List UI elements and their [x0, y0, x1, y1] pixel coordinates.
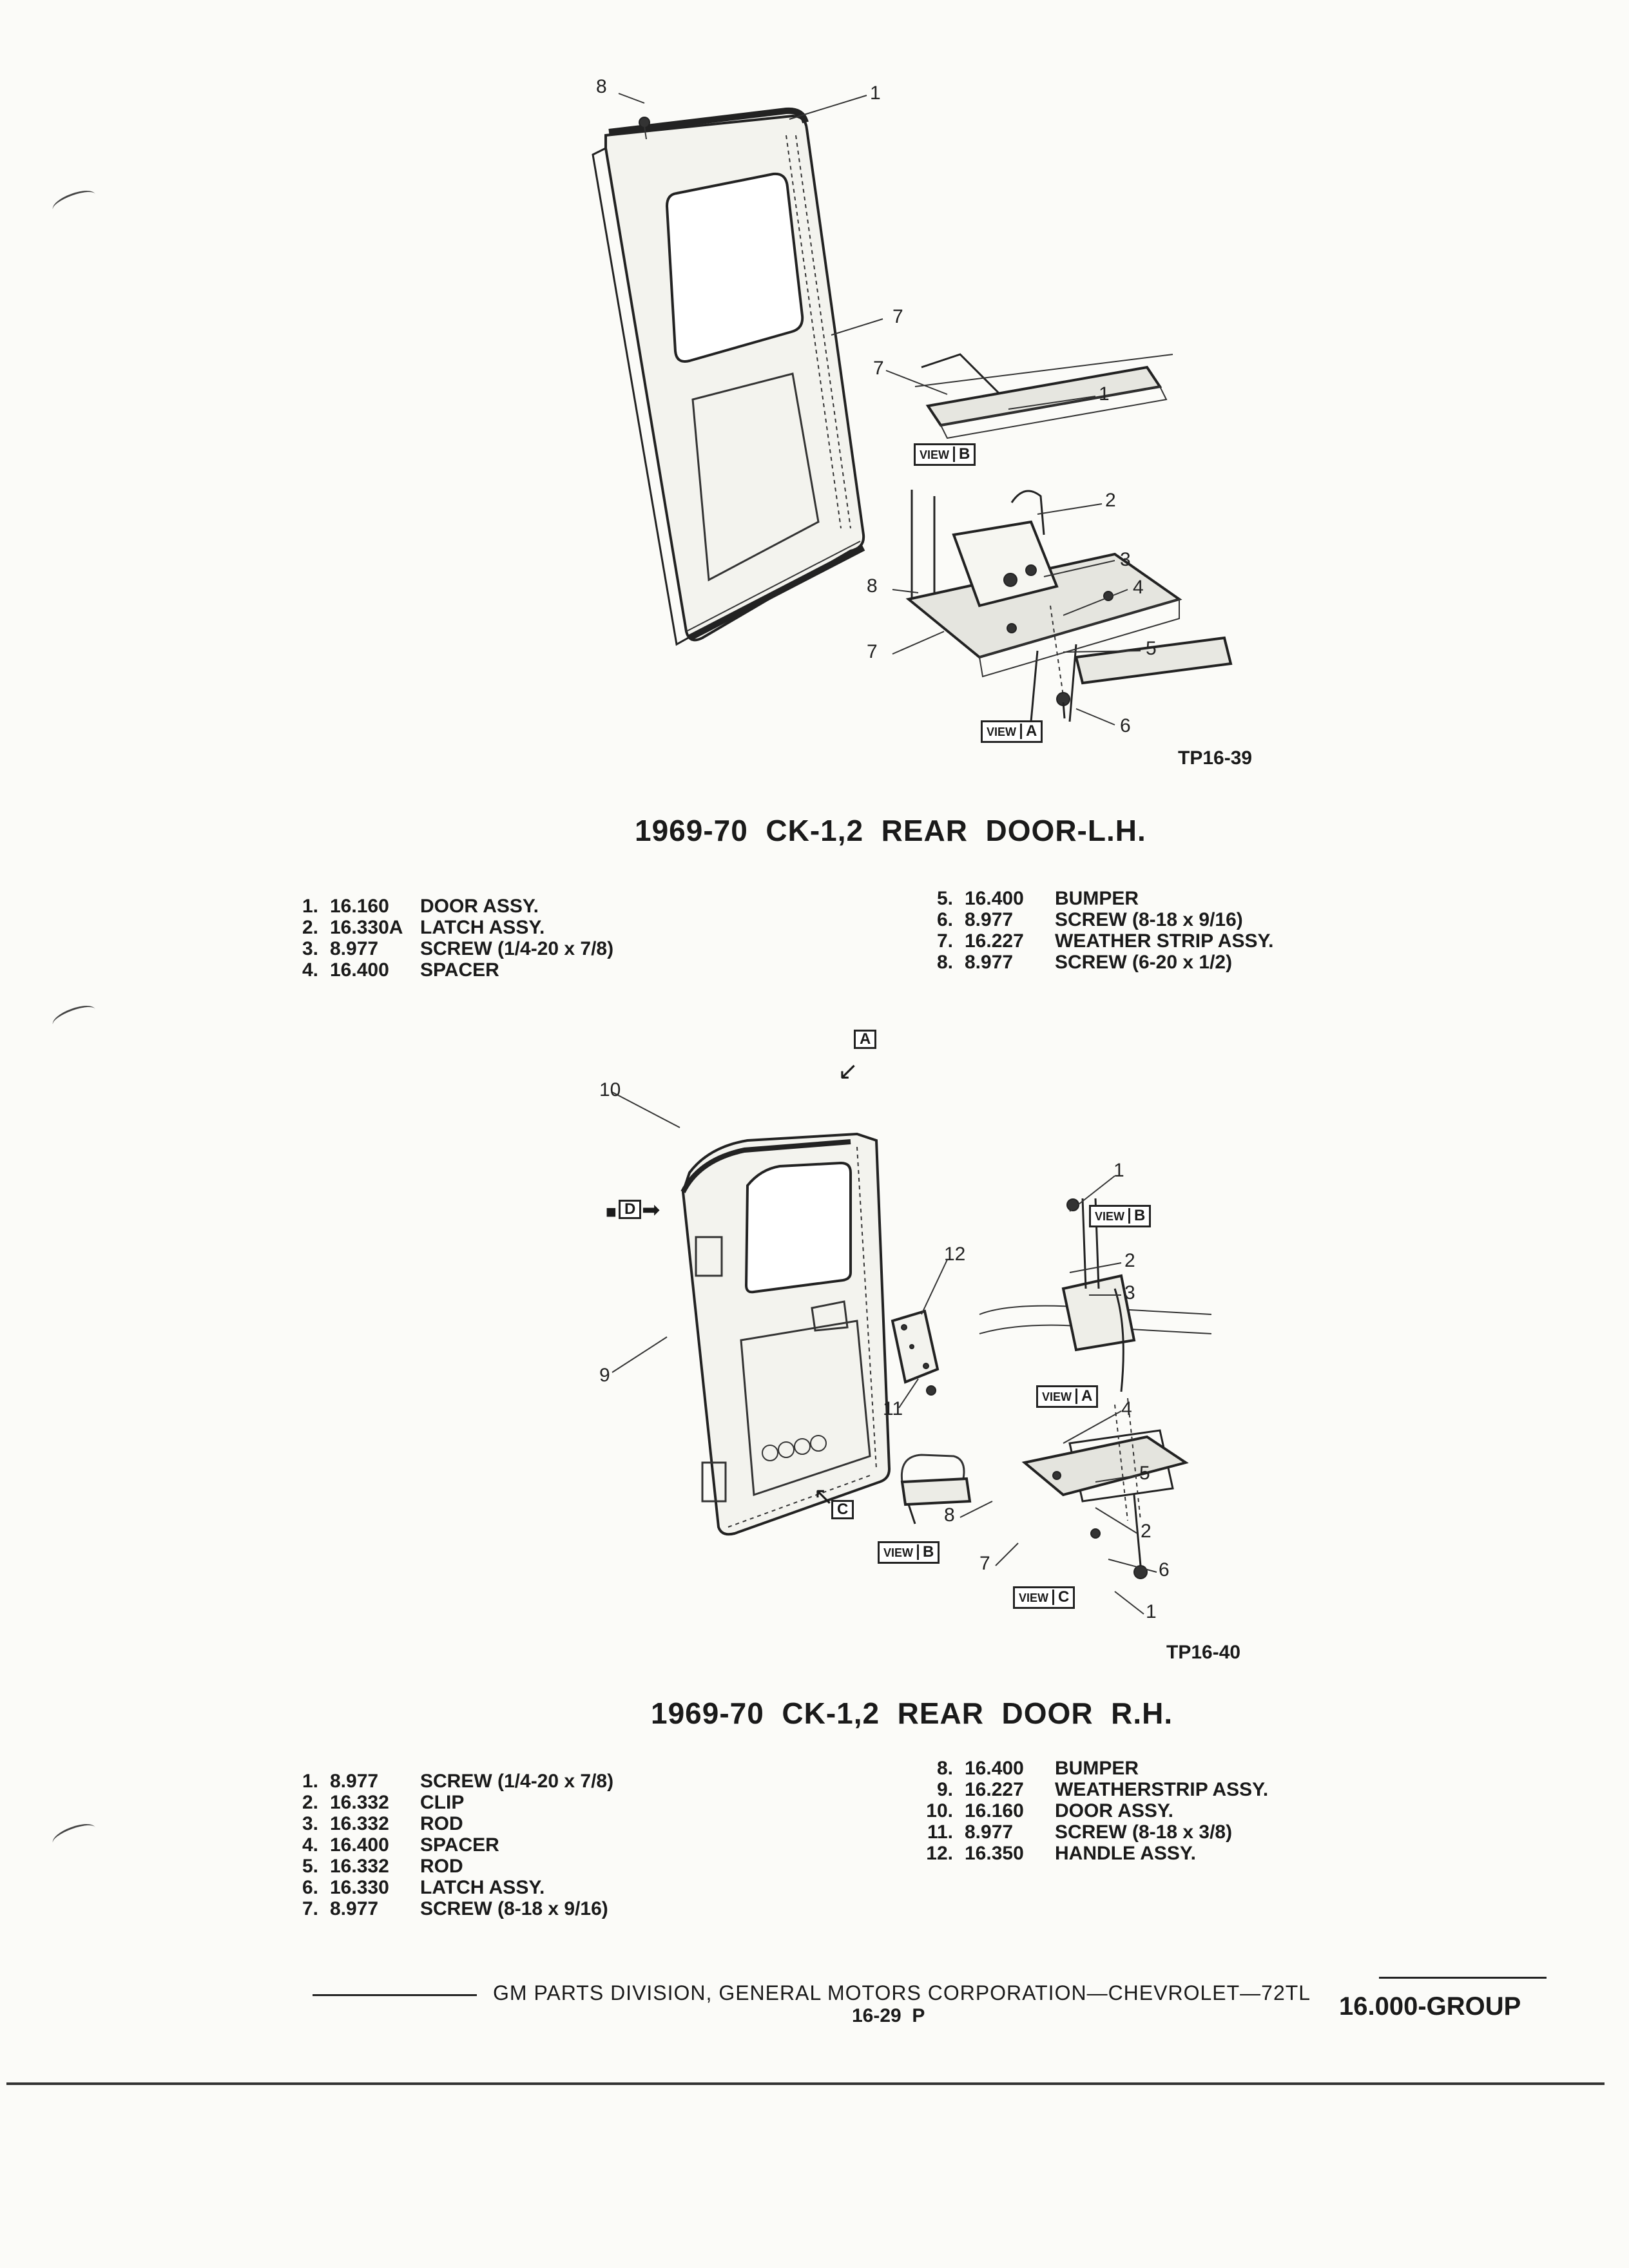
arrow-d-right-icon: ➡: [642, 1198, 660, 1222]
callout-1: 1: [1146, 1601, 1157, 1622]
page-number: 16-29 P: [852, 2005, 925, 2026]
callout-4: 4: [1133, 577, 1144, 598]
callout-7: 7: [979, 1553, 990, 1574]
callout-5: 5: [1139, 1463, 1150, 1484]
figure-tag: TP16-39: [1178, 747, 1253, 769]
callout-12: 12: [944, 1244, 966, 1265]
rh-leader-lines: [0, 0, 1629, 1675]
callout-8: 8: [867, 575, 878, 597]
footer-rule-left: [313, 1994, 477, 1996]
marker-c: C: [831, 1500, 854, 1519]
callout-9: 9: [599, 1365, 610, 1386]
callout-4: 4: [1121, 1398, 1132, 1419]
rear-door-rh-drawing: [664, 1134, 909, 1546]
callout-6: 6: [1120, 715, 1131, 736]
binder-mark: [50, 1819, 99, 1852]
handle-assy-drawing: [886, 1308, 944, 1392]
callout-3: 3: [1124, 1282, 1135, 1303]
callout-7: 7: [867, 641, 878, 662]
callout-8: 8: [944, 1504, 955, 1526]
callout-2: 2: [1141, 1521, 1152, 1542]
callout-1: 1: [1099, 383, 1110, 405]
figure-caption: 1969-70 CK-1,2 REAR DOOR-L.H.: [635, 814, 1146, 847]
rh-view-b-detail: [889, 1443, 986, 1527]
footer-rule-right: [1379, 1977, 1547, 1979]
lh-leader-lines: [0, 0, 1629, 773]
figure-tag: TP16-40: [1166, 1642, 1241, 1663]
callout-6: 6: [1159, 1559, 1170, 1581]
callout-8: 8: [596, 76, 607, 97]
footer-publisher: GM PARTS DIVISION, GENERAL MOTORS CORPOR…: [493, 1981, 1311, 2004]
rear-door-lh-drawing: [580, 84, 1224, 664]
lh-latch-detail: [896, 477, 1192, 722]
marker-a: A: [854, 1030, 877, 1049]
arrow-a-icon: ↙: [838, 1058, 858, 1085]
callout-10: 10: [599, 1079, 621, 1100]
callout-3: 3: [1120, 549, 1131, 570]
callout-5: 5: [1146, 638, 1157, 659]
marker-d: D: [619, 1200, 642, 1219]
callout-2: 2: [1105, 490, 1116, 511]
callout-7: 7: [892, 306, 903, 327]
arrow-c-icon: ↖: [813, 1483, 834, 1510]
callout-11: 11: [883, 1398, 903, 1419]
page-bottom-rule: [6, 2082, 1605, 2085]
figure-caption: 1969-70 CK-1,2 REAR DOOR R.H.: [651, 1696, 1173, 1730]
callout-1: 1: [1113, 1160, 1124, 1181]
group-number: 16.000-GROUP: [1339, 1992, 1521, 2021]
callout-7: 7: [873, 358, 884, 379]
callout-1: 1: [870, 82, 881, 104]
callout-2: 2: [1124, 1250, 1135, 1271]
arrow-d-icon: ■: [606, 1202, 617, 1222]
